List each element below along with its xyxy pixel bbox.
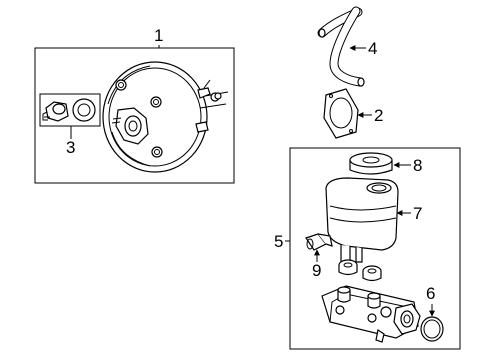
callout-8: 8: [413, 156, 422, 175]
o-ring: [420, 316, 444, 342]
callout-7: 7: [413, 204, 422, 223]
booster-group: 1: [34, 26, 235, 184]
vacuum-hose: [317, 6, 365, 87]
grommet: [72, 98, 96, 122]
master-cylinder-frame: [289, 147, 461, 350]
fluid-reservoir: [325, 177, 399, 263]
callout-4: 4: [368, 39, 377, 58]
brake-booster: [102, 61, 229, 173]
master-cylinder-body: [321, 285, 421, 343]
booster-gasket: [323, 88, 359, 139]
check-valve: [42, 101, 69, 122]
callout-1: 1: [154, 26, 163, 45]
callout-3: 3: [66, 138, 75, 157]
fluid-level-sensor: [305, 233, 333, 251]
callout-9: 9: [312, 261, 321, 280]
callout-6: 6: [426, 284, 435, 303]
callout-2: 2: [374, 106, 383, 125]
booster-group-frame: [34, 47, 235, 184]
callout-5: 5: [274, 232, 283, 251]
check-valve-frame: [39, 93, 101, 127]
reservoir-cap: [349, 152, 393, 175]
reservoir-grommets: [338, 259, 382, 282]
master-cylinder-group: 8 7 9: [289, 147, 461, 350]
